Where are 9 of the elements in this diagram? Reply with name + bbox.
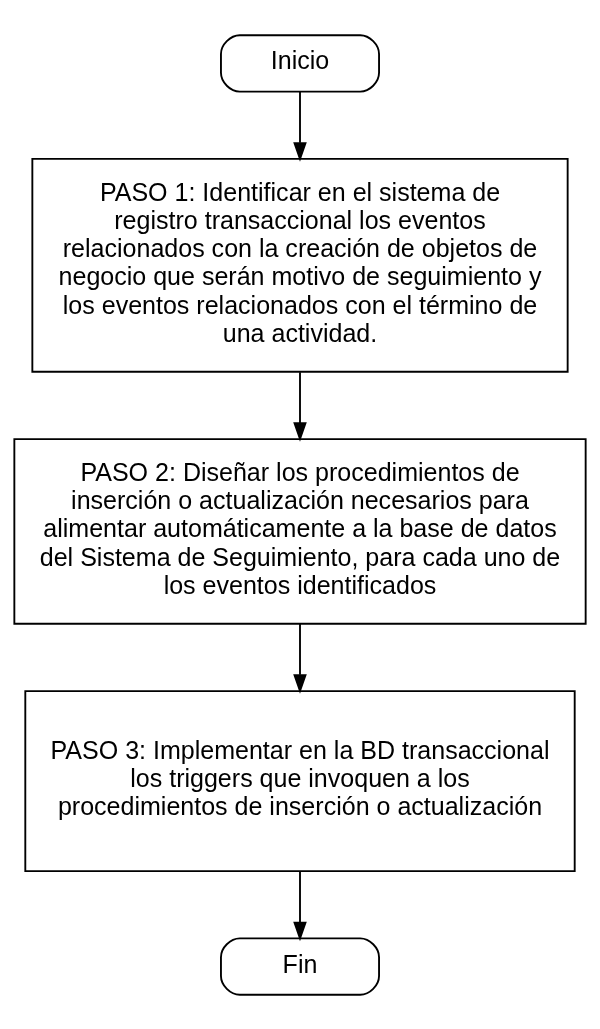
- arrow: [293, 622, 307, 694]
- node-box: PASO 2: Diseñar los procedimientos de inserción o actualización necesarios para alimentar automáticamente a la base de datos del Sistema de Seguimiento, para cada uno de los eventos identificados: [13, 437, 587, 625]
- node-box: PASO 1: Identificar en el sistema de registro transaccional los eventos relacionados con la creación de objetos de negocio que serán motivo de seguimiento y los eventos relacionados con el término de una actividad.: [31, 157, 569, 373]
- arrow: [293, 370, 307, 442]
- node-box: Inicio: [220, 33, 380, 93]
- node-box: Fin: [220, 936, 380, 996]
- arrow: [293, 90, 307, 162]
- node-box: PASO 3: Implementar en la BD transaccional los triggers que invoquen a los procedimientos de inserción o actualización: [24, 689, 576, 872]
- arrow: [293, 869, 307, 941]
